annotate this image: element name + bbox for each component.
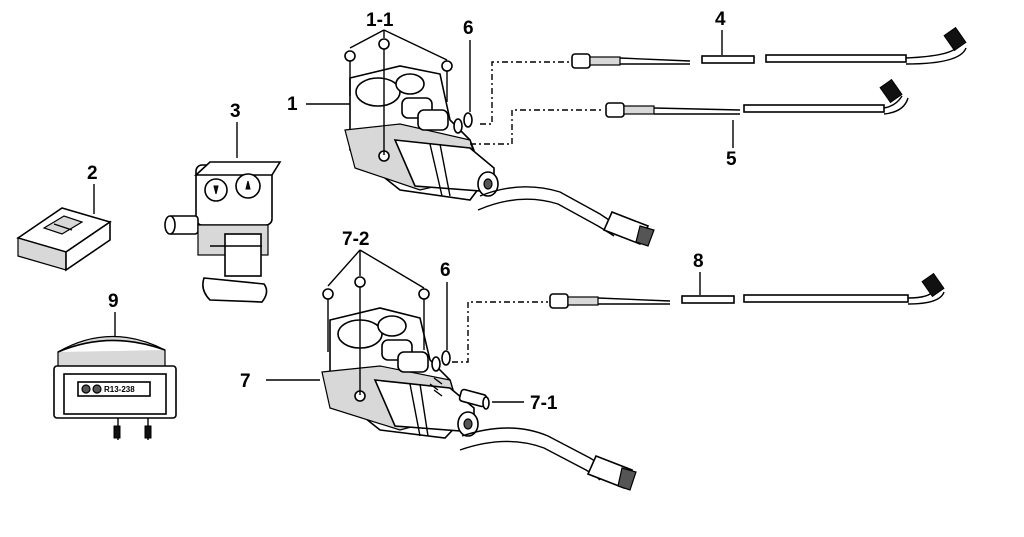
leader-1-1c xyxy=(383,29,448,61)
callout-2: 2 xyxy=(87,163,98,184)
cable-4 xyxy=(480,26,967,125)
cable-8 xyxy=(452,272,945,363)
callout-9: 9 xyxy=(108,291,119,312)
screws-1-1 xyxy=(344,38,453,155)
leader-7-2c xyxy=(359,249,425,289)
callout-5: 5 xyxy=(726,149,737,170)
callout-7: 7 xyxy=(240,371,251,392)
leader-1-1 xyxy=(349,29,385,49)
callout-7-1: 7-1 xyxy=(530,393,558,414)
part-9-rocker-switch: R13-238 xyxy=(53,335,177,440)
callout-1: 1 xyxy=(287,94,298,115)
callout-6-bottom: 6 xyxy=(440,260,451,281)
part-7-actuator-motor xyxy=(321,307,637,491)
callout-1-1: 1-1 xyxy=(366,10,394,31)
callout-3: 3 xyxy=(230,101,241,122)
cable-5 xyxy=(470,78,909,145)
part-2-relay xyxy=(16,207,112,272)
callout-7-2: 7-2 xyxy=(342,229,369,250)
part-7-1-plug xyxy=(429,377,490,410)
callout-6-top: 6 xyxy=(463,18,474,39)
callout-8: 8 xyxy=(693,251,704,272)
switch-marking: R13-238 xyxy=(104,385,135,394)
part-1-actuator-motor xyxy=(344,65,655,247)
callout-4: 4 xyxy=(715,9,726,30)
part-3-actuator-switch xyxy=(164,161,282,303)
screws-7-2 xyxy=(322,276,430,395)
washer-6-bottom xyxy=(431,350,451,372)
leader-7-2 xyxy=(327,249,361,287)
washer-6-top xyxy=(453,112,473,134)
